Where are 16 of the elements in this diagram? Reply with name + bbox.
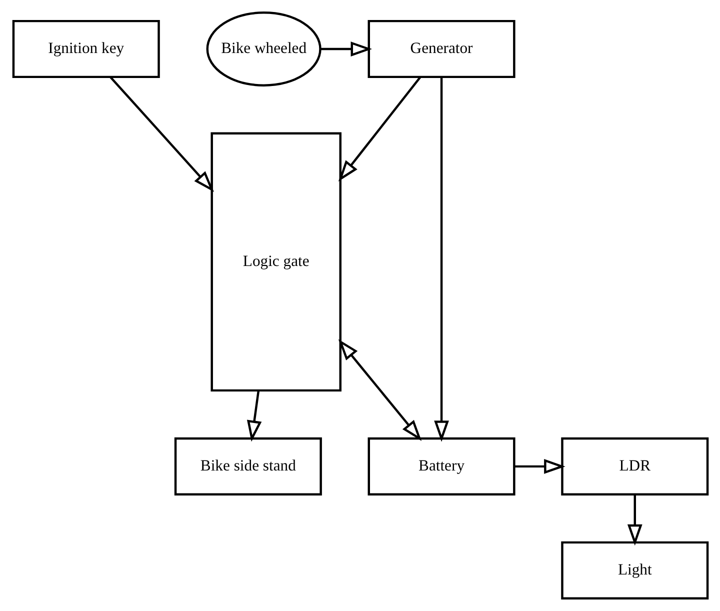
- arrow: [338, 339, 422, 442]
- node-box: Generator: [367, 20, 515, 78]
- node-box: Ignition key: [12, 20, 160, 78]
- node-box: LDR: [560, 437, 708, 496]
- arrow: [320, 42, 372, 56]
- arrow: [514, 459, 565, 474]
- node-box: Bike side stand: [174, 437, 322, 496]
- node-box: Logic gate: [210, 132, 341, 392]
- node-box: Battery: [367, 437, 515, 496]
- node-box: Light: [560, 541, 708, 600]
- arrow: [626, 494, 642, 546]
- arrow: [434, 77, 448, 442]
- arrow: [109, 76, 214, 192]
- node-ellipse: Bike wheeled: [206, 12, 321, 86]
- arrow: [246, 390, 262, 442]
- arrow: [338, 76, 421, 182]
